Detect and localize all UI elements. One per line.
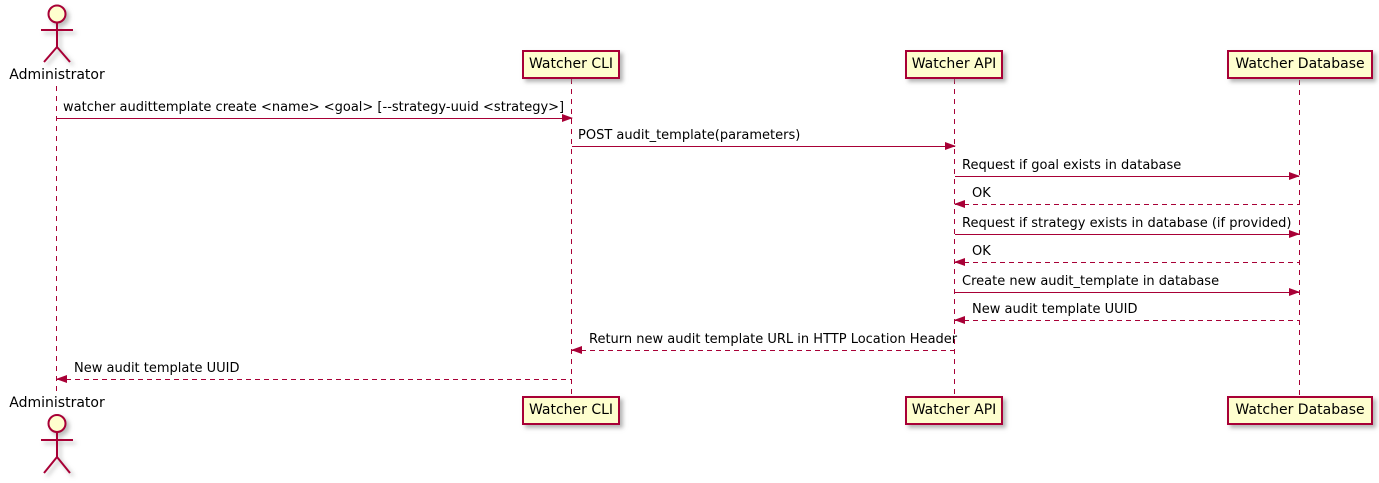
message-4-line <box>955 204 1299 205</box>
participant-watcher-api-bottom: Watcher API <box>905 396 1003 425</box>
arrowhead-right-icon <box>1289 230 1300 238</box>
participant-watcher-api-top: Watcher API <box>905 50 1003 79</box>
message-7-line <box>955 292 1299 293</box>
message-6-label: OK <box>972 244 991 259</box>
message-8-line <box>955 320 1299 321</box>
arrowhead-right-icon <box>1289 172 1300 180</box>
lifeline-watcher-database <box>1299 80 1300 396</box>
lifeline-administrator <box>56 86 57 394</box>
arrowhead-left-icon <box>954 258 965 266</box>
arrowhead-left-icon <box>954 200 965 208</box>
actor-icon <box>41 414 73 474</box>
message-9-label: Return new audit template URL in HTTP Lo… <box>589 332 958 347</box>
message-10-label: New audit template UUID <box>74 361 240 376</box>
arrowhead-left-icon <box>954 316 965 324</box>
arrowhead-right-icon <box>1289 288 1300 296</box>
arrowhead-right-icon <box>562 114 573 122</box>
message-5-line <box>955 234 1299 235</box>
message-10-line <box>57 379 572 380</box>
message-7-label: Create new audit_template in database <box>962 274 1220 289</box>
message-2-label: POST audit_template(parameters) <box>578 128 801 143</box>
actor-icon <box>41 4 73 63</box>
arrowhead-left-icon <box>56 375 67 383</box>
lifeline-watcher-cli <box>571 79 572 396</box>
actor-label-bottom: Administrator <box>9 395 105 411</box>
participant-watcher-database-top: Watcher Database <box>1227 50 1373 79</box>
message-9-line <box>572 350 955 351</box>
lifeline-watcher-api <box>954 79 955 396</box>
message-3-label: Request if goal exists in database <box>962 158 1182 173</box>
message-8-label: New audit template UUID <box>972 302 1138 317</box>
message-5-label: Request if strategy exists in database (… <box>962 216 1292 231</box>
message-6-line <box>955 262 1299 263</box>
message-3-line <box>955 176 1299 177</box>
arrowhead-left-icon <box>571 346 582 354</box>
participant-watcher-database-bottom: Watcher Database <box>1227 396 1373 425</box>
message-1-line <box>57 118 572 119</box>
message-1-label: watcher audittemplate create <name> <goa… <box>63 100 565 115</box>
message-4-label: OK <box>972 186 991 201</box>
participant-watcher-cli-bottom: Watcher CLI <box>522 396 620 425</box>
message-2-line <box>572 146 955 147</box>
participant-watcher-cli-top: Watcher CLI <box>522 50 620 79</box>
actor-label-top: Administrator <box>9 67 105 83</box>
arrowhead-right-icon <box>945 142 956 150</box>
